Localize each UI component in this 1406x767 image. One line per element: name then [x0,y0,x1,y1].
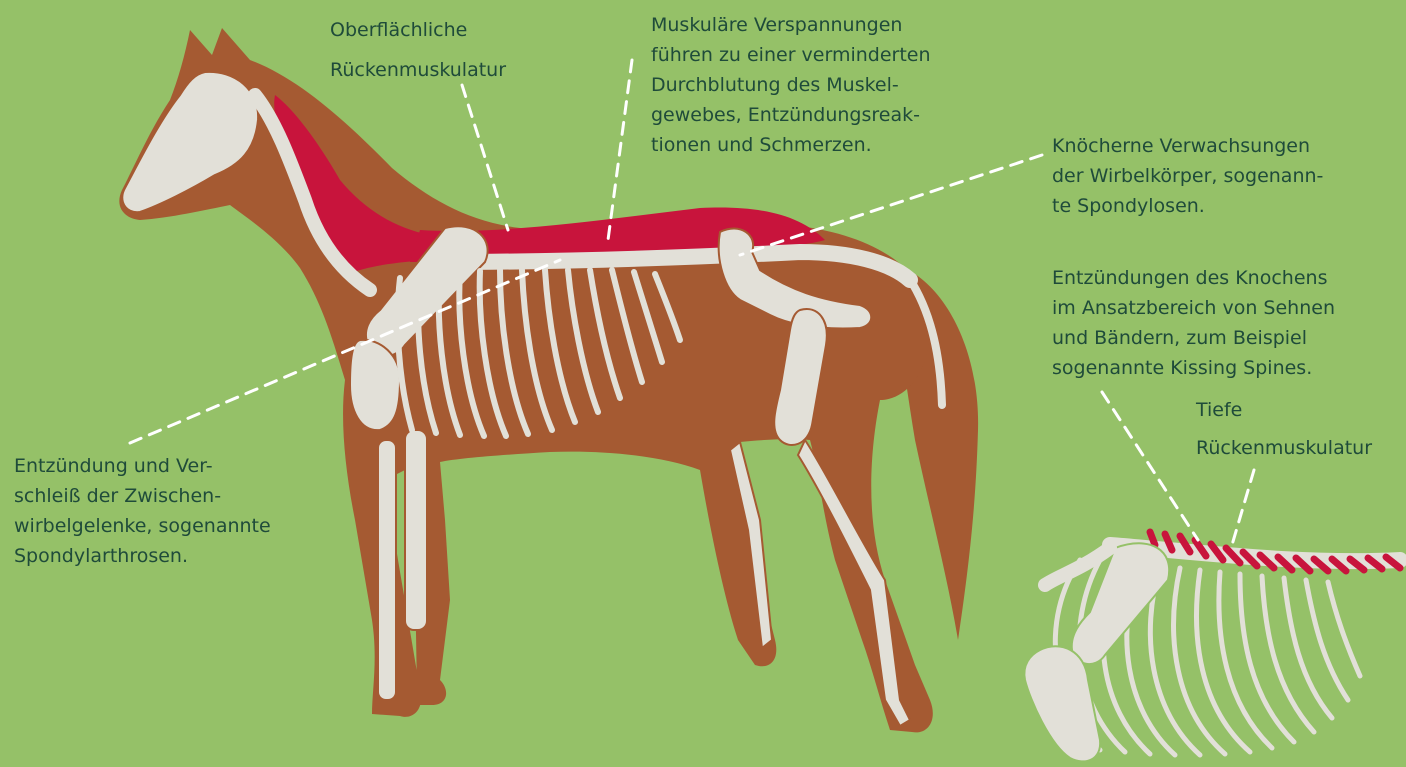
leader-kissing-spines [1102,392,1198,540]
callout-line: gewebes, Entzündungsreak- [651,100,931,130]
callout-superficial-muscles: Oberflächliche Rückenmuskulatur [330,10,506,90]
callout-line: tionen und Schmerzen. [651,130,931,160]
callout-line: im Ansatzbereich von Sehnen [1052,293,1335,323]
callout-line: Oberflächliche [330,10,506,50]
callout-kissing-spines: Entzündungen des Knochens im Ansatzberei… [1052,263,1335,383]
detail-neck [1045,548,1110,585]
callout-line: Knöcherne Verwachsungen [1052,131,1323,161]
callout-line: Rückenmuskulatur [1196,429,1372,467]
front-leg-bone-1 [405,430,427,630]
callout-line: sogenannte Kissing Spines. [1052,353,1335,383]
callout-muscle-tension: Muskuläre Verspannungen führen zu einer … [651,10,931,160]
callout-line: Rückenmuskulatur [330,50,506,90]
callout-line: Muskuläre Verspannungen [651,10,931,40]
callout-line: Entzündungen des Knochens [1052,263,1335,293]
callout-line: führen zu einer verminderten [651,40,931,70]
leader-deep-muscles [1232,470,1254,545]
callout-line: wirbelgelenke, sogenannte [14,511,271,541]
callout-line: und Bändern, zum Beispiel [1052,323,1335,353]
callout-line: Entzündung und Ver- [14,451,271,481]
callout-line: der Wirbelkörper, sogenann- [1052,161,1323,191]
callout-deep-muscles: Tiefe Rückenmuskulatur [1196,391,1372,467]
detail-ribcage [1024,532,1400,761]
callout-spondylosis: Knöcherne Verwachsungen der Wirbelkörper… [1052,131,1323,221]
callout-line: Spondylarthrosen. [14,541,271,571]
callout-line: Durchblutung des Muskel- [651,70,931,100]
callout-line: schleiß der Zwischen- [14,481,271,511]
leader-muscle-tension [608,60,632,240]
callout-line: Tiefe [1196,391,1372,429]
front-leg-bone-2 [378,440,396,700]
callout-spondylarthrosis: Entzündung und Ver- schleiß der Zwischen… [14,451,271,571]
callout-line: te Spondylosen. [1052,191,1323,221]
leader-superficial-muscles [462,85,508,230]
